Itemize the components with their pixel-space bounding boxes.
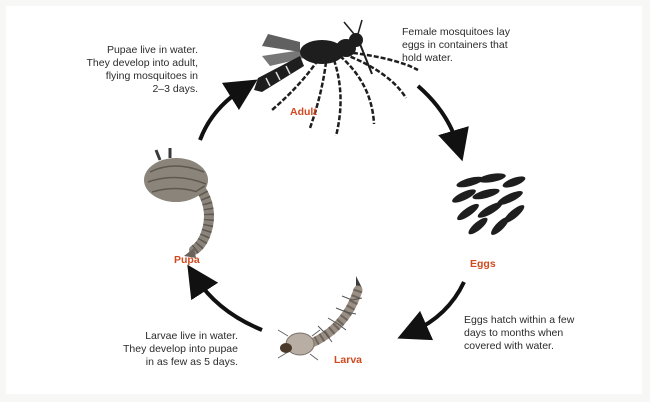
pupa-description: Pupae live in water. They develop into a…: [58, 44, 198, 96]
stage-label-eggs: Eggs: [470, 258, 496, 270]
arrow-larva-to-pupa: [196, 278, 262, 330]
eggs-description: Eggs hatch within a few days to months w…: [464, 314, 614, 353]
arrow-adult-to-eggs: [418, 86, 458, 146]
arrow-pupa-to-adult: [200, 88, 244, 140]
stage-label-larva: Larva: [334, 354, 362, 366]
stage-label-pupa: Pupa: [174, 254, 200, 266]
egg-cluster-icon: [451, 172, 527, 238]
stage-label-adult: Adult: [290, 106, 317, 118]
larva-icon: [278, 276, 362, 360]
adult-description: Female mosquitoes lay eggs in containers…: [402, 26, 552, 65]
pupa-icon: [144, 148, 209, 258]
adult-mosquito-icon: [254, 20, 418, 136]
larva-description: Larvae live in water. They develop into …: [78, 330, 238, 369]
arrow-eggs-to-larva: [412, 282, 464, 332]
